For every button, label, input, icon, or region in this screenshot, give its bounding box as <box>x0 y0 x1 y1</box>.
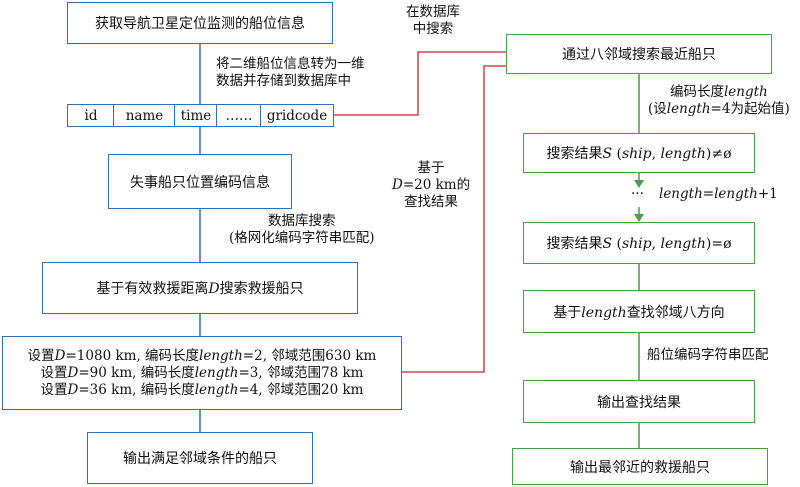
step-wreck-position-code-label: 失事船只位置编码信息 <box>130 174 270 191</box>
convert-note-line1: 将二维船位信息转为一维 <box>216 56 365 72</box>
db-search-note: 数据库搜索 (格网化编码字符串匹配) <box>229 213 375 247</box>
result-link-note-line3: 查找结果 <box>404 194 459 210</box>
db-search-link-note: 在数据库 中搜索 <box>406 4 460 38</box>
length-increment-note: length=length+1 <box>659 186 778 202</box>
result-link-note-line2: D=20 km的 <box>392 177 471 193</box>
step-output-results: 输出查找结果 <box>523 380 755 423</box>
step-result-empty: 搜索结果S (ship, length)=ø <box>523 222 755 264</box>
result-link-note: 基于 D=20 km的 查找结果 <box>392 160 470 211</box>
setting-row-3: 设置D=36 km, 编码长度length=4, 邻域范围20 km <box>40 381 364 398</box>
step-result-not-empty: 搜索结果S (ship, length)≠ø <box>523 133 755 173</box>
step-result-not-empty-label: 搜索结果S (ship, length)≠ø <box>546 146 732 162</box>
loop-dots: ··· <box>631 186 644 202</box>
step-wreck-position-code: 失事船只位置编码信息 <box>108 154 292 209</box>
db-search-link-note-line2: 中搜索 <box>412 21 454 37</box>
step-eight-neighbor-search-label: 通过八邻域搜索最近船只 <box>562 47 716 63</box>
setting-row-1: 设置D=1080 km, 编码长度length=2, 邻域范围630 km <box>27 347 377 364</box>
step-output-results-label: 输出查找结果 <box>597 394 681 411</box>
field-id: id <box>67 104 115 127</box>
convert-note-line2: 数据并存储到数据库中 <box>216 73 351 89</box>
field-ellipsis: …… <box>216 104 262 127</box>
code-length-note-line2: (设length=4为起始值) <box>648 101 790 117</box>
step-output-nearest-ship-label: 输出最邻近的救援船只 <box>570 459 710 476</box>
field-name: name <box>113 104 176 127</box>
step-output-neighbor-ships: 输出满足邻域条件的船只 <box>87 432 313 484</box>
step-search-rescue-ships: 基于有效救援距离D搜索救援船只 <box>42 262 358 314</box>
string-match-note: 船位编码字符串匹配 <box>647 347 769 363</box>
db-search-note-line2: (格网化编码字符串匹配) <box>229 230 375 246</box>
db-search-note-line1: 数据库搜索 <box>268 213 336 229</box>
code-length-note: 编码长度length (设length=4为起始值) <box>648 84 790 118</box>
step-output-neighbor-ships-label: 输出满足邻域条件的船只 <box>123 451 277 467</box>
convert-note: 将二维船位信息转为一维 数据并存储到数据库中 <box>216 56 365 90</box>
step-get-ship-positions-label: 获取导航卫星定位监测的船位信息 <box>95 16 305 32</box>
result-link-note-line1: 基于 <box>417 160 445 176</box>
code-length-note-line1: 编码长度length <box>669 84 768 100</box>
field-gridcode: gridcode <box>260 104 334 127</box>
step-eight-directions: 基于length查找邻域八方向 <box>523 290 755 333</box>
step-result-empty-label: 搜索结果S (ship, length)=ø <box>546 236 732 252</box>
setting-row-2: 设置D=90 km, 编码长度length=3, 邻域范围78 km <box>40 364 364 381</box>
step-eight-neighbor-search: 通过八邻域搜索最近船只 <box>506 34 772 74</box>
step-output-nearest-ship: 输出最邻近的救援船只 <box>512 448 768 485</box>
step-get-ship-positions: 获取导航卫星定位监测的船位信息 <box>67 2 333 44</box>
field-time: time <box>174 104 218 127</box>
settings-box: 设置D=1080 km, 编码长度length=2, 邻域范围630 km 设置… <box>2 336 402 410</box>
step-search-rescue-ships-label: 基于有效救援距离D搜索救援船只 <box>96 281 304 297</box>
db-search-link-note-line1: 在数据库 <box>406 4 460 20</box>
step-eight-directions-label: 基于length查找邻域八方向 <box>553 304 725 321</box>
